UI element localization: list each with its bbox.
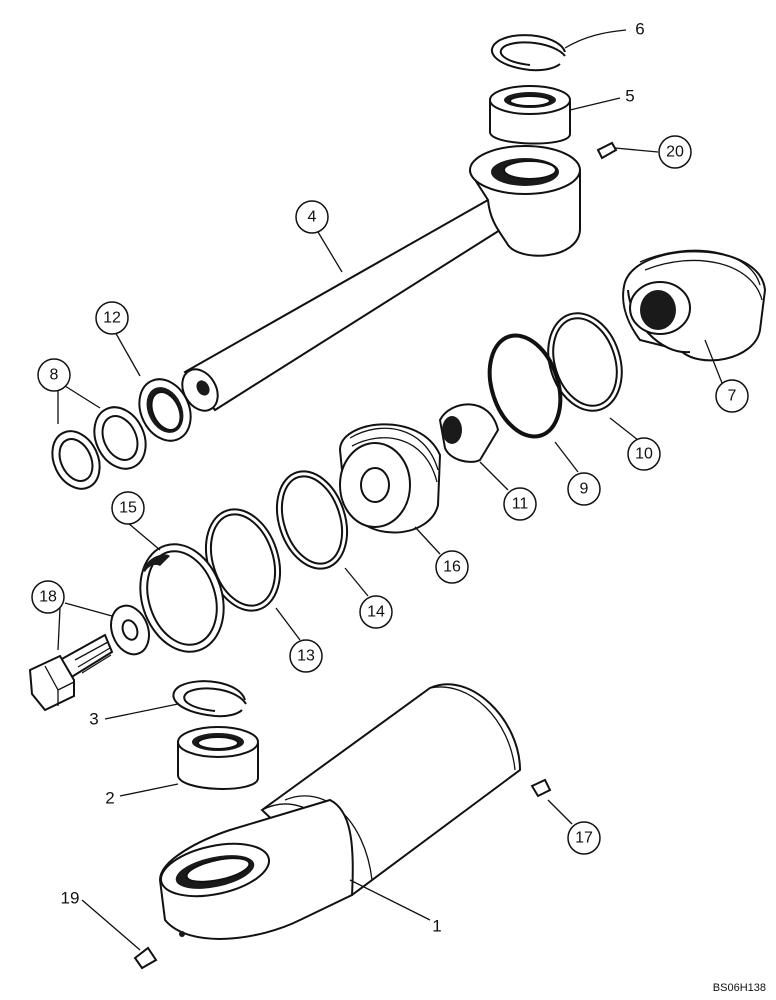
- callout-13: 13: [289, 639, 323, 673]
- part-grease-fitting-bottom: [133, 946, 158, 970]
- callout-5-label: 5: [625, 87, 634, 106]
- part-bushing-lower: [177, 726, 259, 790]
- callout-18-label: 18: [39, 589, 57, 606]
- callout-8-label: 8: [50, 367, 59, 384]
- callout-16-label: 16: [443, 559, 461, 576]
- part-o-ring: [487, 333, 563, 439]
- callout-15: 15: [111, 491, 145, 525]
- part-bolt-and-washer: [28, 604, 150, 712]
- part-cylinder-barrel: [158, 683, 522, 940]
- callout-10: 10: [627, 437, 661, 471]
- part-wear-band: [139, 543, 225, 653]
- callout-17: 17: [567, 821, 601, 855]
- callout-10-label: 10: [635, 446, 653, 463]
- callout-11-label: 11: [512, 496, 529, 513]
- callout-12-label: 12: [103, 310, 121, 327]
- callout-4-label: 4: [308, 209, 317, 226]
- callout-4: 4: [295, 200, 329, 234]
- callout-15-label: 15: [119, 500, 137, 517]
- callout-6: 6: [635, 20, 644, 39]
- part-grease-fitting-mid: [530, 778, 552, 798]
- callout-16: 16: [435, 550, 469, 584]
- part-spacer: [438, 403, 500, 463]
- callout-8: 8: [37, 358, 71, 392]
- part-grease-fitting-top: [596, 141, 618, 160]
- callout-2-label: 2: [105, 789, 114, 808]
- callout-19-label: 19: [61, 889, 80, 908]
- part-piston-seal: [205, 508, 281, 612]
- callout-2: 2: [105, 789, 114, 808]
- callout-7: 7: [715, 379, 749, 413]
- part-piston-rod: [181, 145, 581, 412]
- part-wear-ring: [276, 470, 348, 570]
- part-snap-ring-top: [491, 34, 566, 72]
- callout-3-label: 3: [89, 710, 98, 729]
- part-gland: [622, 249, 767, 362]
- leader-lines: [57, 29, 723, 951]
- figure-reference-code: BS06H138: [712, 982, 766, 994]
- part-snap-ring-lower: [172, 680, 247, 718]
- callout-13-label: 13: [297, 648, 315, 665]
- callout-9-label: 9: [580, 481, 589, 498]
- callout-3: 3: [89, 710, 98, 729]
- callout-20: 20: [658, 135, 692, 169]
- part-bushing-top: [489, 85, 571, 145]
- callout-6-label: 6: [635, 20, 644, 39]
- callout-7-label: 7: [728, 388, 737, 405]
- callout-14-label: 14: [367, 604, 385, 621]
- part-rod-seals: [51, 406, 147, 490]
- callout-18: 18: [31, 580, 65, 614]
- callout-1-label: 1: [432, 917, 441, 936]
- callout-1: 1: [432, 917, 441, 936]
- callout-9: 9: [567, 472, 601, 506]
- callout-17-label: 17: [575, 830, 593, 847]
- callout-14: 14: [359, 595, 393, 629]
- part-wiper-seal: [138, 378, 192, 442]
- callout-11: 11: [503, 487, 537, 521]
- callout-5: 5: [625, 87, 634, 106]
- callout-19: 19: [61, 889, 80, 908]
- callout-12: 12: [95, 301, 129, 335]
- callout-20-label: 20: [666, 144, 684, 161]
- part-piston: [338, 423, 442, 534]
